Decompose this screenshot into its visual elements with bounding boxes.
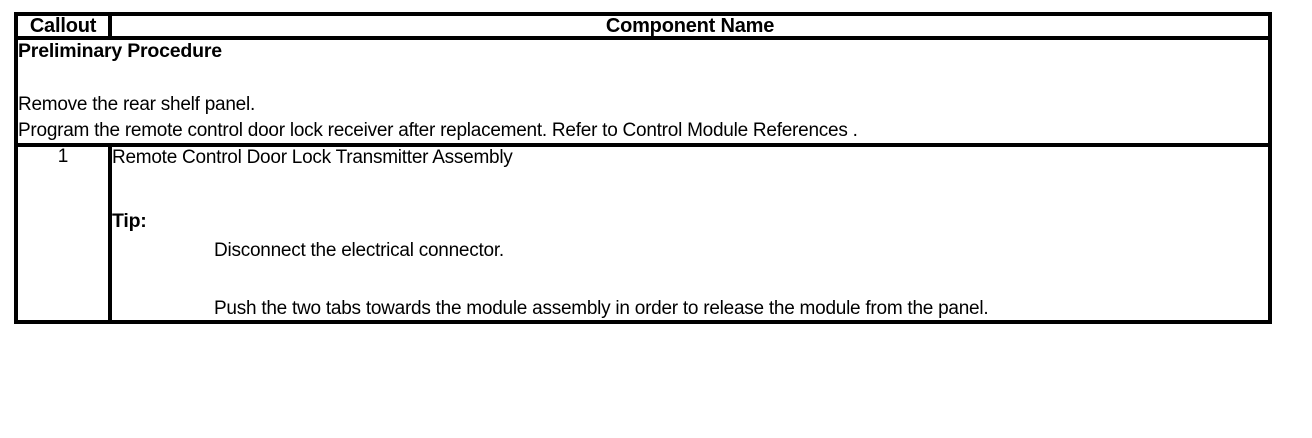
table-row: 1 Remote Control Door Lock Transmitter A… — [14, 142, 1272, 325]
table-header-row: Callout Component Name — [14, 12, 1272, 40]
preliminary-spacer — [18, 66, 1268, 92]
tip-item-2: Push the two tabs towards the module ass… — [214, 297, 989, 319]
detail-gap-upper — [112, 169, 1268, 211]
preliminary-procedure-line-2: Program the remote control door lock rec… — [18, 119, 858, 141]
preliminary-procedure-cell: Preliminary Procedure Remove the rear sh… — [14, 36, 1272, 147]
service-procedure-table: Callout Component Name Preliminary Proce… — [14, 12, 1272, 325]
detail-gap-lower — [112, 263, 1268, 297]
component-detail-cell: Remote Control Door Lock Transmitter Ass… — [108, 142, 1272, 325]
preliminary-procedure-title: Preliminary Procedure — [18, 40, 222, 62]
component-name-text: Remote Control Door Lock Transmitter Ass… — [112, 146, 513, 168]
preliminary-procedure-line-1: Remove the rear shelf panel. — [18, 94, 255, 116]
preliminary-procedure-row: Preliminary Procedure Remove the rear sh… — [14, 36, 1272, 147]
column-header-callout: Callout — [14, 12, 112, 40]
tip-item-1: Disconnect the electrical connector. — [214, 239, 504, 261]
column-header-component-name: Component Name — [108, 12, 1272, 40]
callout-number-cell: 1 — [14, 142, 112, 325]
tip-label: Tip: — [112, 210, 147, 233]
